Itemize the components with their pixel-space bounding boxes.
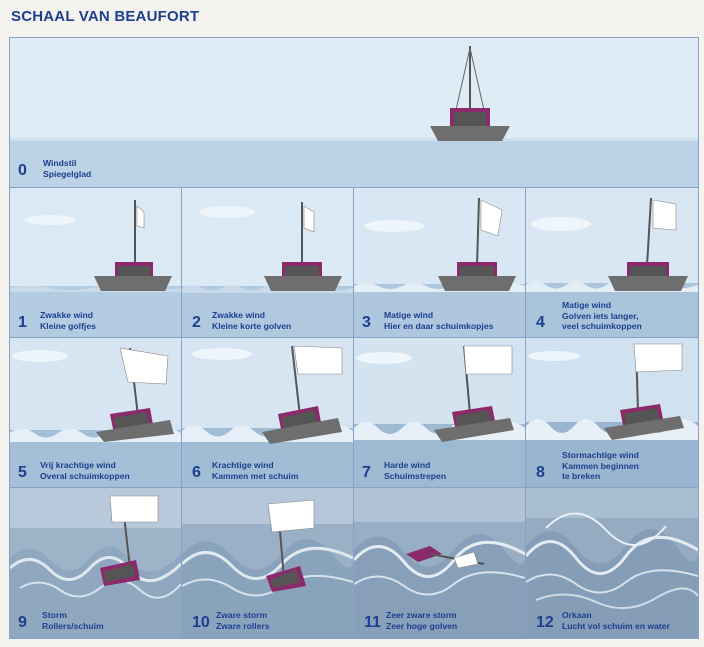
panel-caption: Krachtige wind Kammen met schuim — [212, 460, 299, 481]
panel-12: 12 Orkaan Lucht vol schuim en water — [526, 488, 698, 638]
beaufort-number: 9 — [18, 614, 27, 631]
panel-2: 2 Zwakke wind Kleine korte golven — [182, 188, 353, 337]
panel-caption: Zwakke wind Kleine korte golven — [212, 310, 292, 331]
sailboat-icon — [608, 197, 688, 291]
panel-9: 9 Storm Rollers/schuim — [10, 488, 181, 638]
beaufort-number: 8 — [536, 464, 545, 481]
panel-4: 4 Matige wind Golven iets langer, veel s… — [526, 188, 698, 337]
beaufort-number: 7 — [362, 464, 371, 481]
panel-1: 1 Zwakke wind Kleine golfjes — [10, 188, 181, 337]
panel-caption: Windstil Spiegelglad — [43, 158, 92, 179]
panel-caption: Matige wind Golven iets langer, veel sch… — [562, 300, 642, 331]
beaufort-number: 2 — [192, 314, 201, 331]
panel-caption: Matige wind Hier en daar schuimkopjes — [384, 310, 494, 331]
sailboat-icon — [438, 197, 516, 291]
sailboat-icon — [262, 345, 343, 444]
panel-3: 3 Matige wind Hier en daar schuimkopjes — [354, 188, 525, 337]
sailboat-icon — [100, 495, 159, 586]
calm-sea-illustration — [10, 38, 698, 187]
beaufort-number: 0 — [18, 162, 27, 179]
page-title: SCHAAL VAN BEAUFORT — [11, 8, 200, 25]
panel-11: 11 Zeer zware storm Zeer hoge golven — [354, 488, 525, 638]
sailboat-icon — [434, 345, 514, 442]
beaufort-number: 1 — [18, 314, 27, 331]
beaufort-number: 4 — [536, 314, 545, 331]
beaufort-number: 5 — [18, 464, 27, 481]
panel-caption: Vrij krachtige wind Overal schuimkoppen — [40, 460, 130, 481]
sailboat-icon — [264, 202, 342, 291]
panel-5: 5 Vrij krachtige wind Overal schuimkoppe… — [10, 338, 181, 487]
panel-caption: Stormachtige wind Kammen beginnen te bre… — [562, 450, 639, 481]
beaufort-grid: 0 Windstil Spiegelglad 1 Zwakke wind Kle… — [9, 37, 699, 639]
beaufort-number: 10 — [192, 614, 210, 631]
capsized-boat-icon — [406, 546, 485, 569]
panel-caption: Orkaan Lucht vol schuim en water — [562, 610, 670, 631]
panel-caption: Zeer zware storm Zeer hoge golven — [386, 610, 458, 631]
sailboat-icon — [266, 499, 315, 592]
sailboat-icon — [604, 343, 684, 440]
beaufort-number: 3 — [362, 314, 371, 331]
panel-7: 7 Harde wind Schuimstrepen — [354, 338, 525, 487]
panel-8: 8 Stormachtige wind Kammen beginnen te b… — [526, 338, 698, 487]
sailboat-icon — [96, 347, 174, 442]
beaufort-number: 6 — [192, 464, 201, 481]
panel-caption: Zware storm Zware rollers — [216, 610, 270, 631]
sailboat-icon — [430, 46, 510, 141]
panel-caption: Zwakke wind Kleine golfjes — [40, 310, 96, 331]
panel-caption: Harde wind Schuimstrepen — [384, 460, 447, 481]
panel-caption: Storm Rollers/schuim — [42, 610, 104, 631]
sailboat-icon — [94, 200, 172, 291]
panel-6: 6 Krachtige wind Kammen met schuim — [182, 338, 353, 487]
beaufort-number: 12 — [536, 614, 554, 631]
panel-0: 0 Windstil Spiegelglad — [10, 38, 698, 187]
panel-10: 10 Zware storm Zware rollers — [182, 488, 353, 638]
beaufort-number: 11 — [364, 614, 381, 631]
